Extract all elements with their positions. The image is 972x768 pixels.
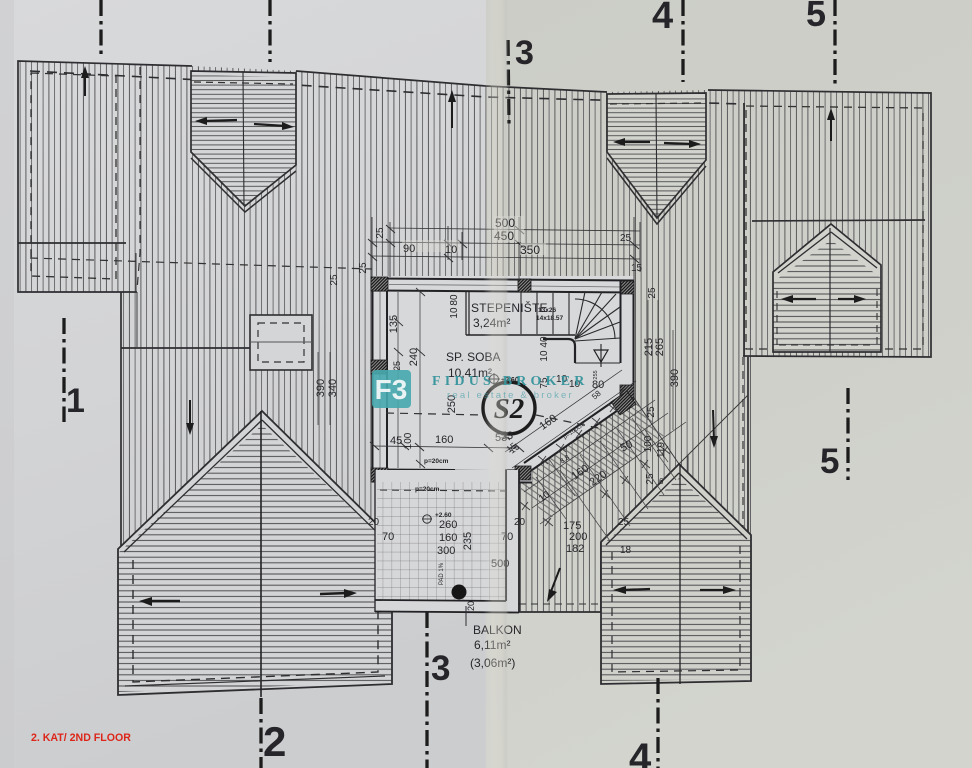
svg-text:20: 20 — [466, 601, 476, 611]
svg-text:135: 135 — [388, 315, 400, 333]
svg-text:240: 240 — [408, 348, 420, 366]
svg-text:10: 10 — [449, 307, 460, 319]
svg-text:4: 4 — [652, 0, 673, 37]
svg-text:175: 175 — [563, 520, 581, 532]
svg-text:100: 100 — [403, 432, 414, 449]
svg-text:25: 25 — [645, 473, 656, 485]
svg-text:90: 90 — [403, 243, 415, 255]
svg-text:250: 250 — [446, 395, 458, 413]
svg-text:STEPENIŠTE: STEPENIŠTE — [471, 300, 548, 315]
svg-text:6: 6 — [659, 477, 664, 486]
svg-text:8.8: 8.8 — [559, 454, 571, 465]
svg-text:75: 75 — [539, 377, 550, 389]
svg-text:340: 340 — [327, 379, 339, 397]
svg-text:260: 260 — [439, 519, 457, 531]
svg-text:10: 10 — [569, 379, 581, 390]
svg-text:15: 15 — [507, 442, 521, 456]
svg-text:80: 80 — [592, 379, 604, 391]
svg-text:4: 4 — [629, 736, 652, 768]
svg-text:70: 70 — [382, 531, 394, 543]
svg-text:25: 25 — [620, 233, 632, 244]
svg-text:p=20cm: p=20cm — [415, 486, 440, 493]
svg-text:119: 119 — [656, 442, 667, 458]
svg-text:14x18.57: 14x18.57 — [536, 315, 563, 322]
svg-text:100: 100 — [643, 435, 654, 452]
svg-text:200: 200 — [569, 531, 587, 543]
svg-text:25: 25 — [375, 227, 386, 239]
svg-text:160: 160 — [439, 532, 457, 544]
svg-text:182: 182 — [566, 543, 584, 555]
svg-text:265: 265 — [654, 338, 666, 356]
svg-text:F3: F3 — [375, 374, 408, 405]
svg-text:80: 80 — [449, 294, 460, 306]
svg-text:10,41m²: 10,41m² — [448, 366, 492, 380]
svg-text:25: 25 — [329, 274, 340, 286]
svg-text:3: 3 — [431, 649, 450, 688]
svg-text:2. KAT/ 2ND FLOOR: 2. KAT/ 2ND FLOOR — [31, 732, 131, 744]
svg-text:18: 18 — [620, 545, 632, 556]
svg-text:FIDUS BROKER: FIDUS BROKER — [432, 374, 589, 389]
svg-text:45: 45 — [390, 435, 402, 447]
svg-text:255: 255 — [593, 370, 599, 379]
svg-text:25: 25 — [618, 517, 630, 528]
svg-text:1: 1 — [66, 382, 85, 420]
svg-text:10: 10 — [556, 374, 568, 385]
svg-text:25: 25 — [392, 361, 402, 371]
svg-text:10: 10 — [539, 350, 550, 362]
svg-text:215: 215 — [643, 338, 655, 356]
svg-text:PAD 1%: PAD 1% — [439, 562, 445, 585]
svg-text:+2.60: +2.60 — [501, 377, 519, 384]
svg-text:40: 40 — [539, 336, 550, 348]
svg-text:+2.60: +2.60 — [435, 512, 452, 519]
svg-text:350: 350 — [520, 243, 540, 257]
svg-text:real estate & broker: real estate & broker — [447, 390, 574, 401]
svg-text:15: 15 — [631, 263, 643, 274]
svg-text:10: 10 — [445, 244, 457, 256]
svg-text:3: 3 — [515, 34, 534, 72]
svg-text:5: 5 — [806, 0, 826, 34]
svg-text:300: 300 — [437, 545, 455, 557]
svg-text:13x26: 13x26 — [538, 307, 556, 314]
svg-text:390: 390 — [315, 379, 327, 397]
svg-text:50: 50 — [618, 438, 634, 454]
svg-text:390: 390 — [669, 369, 681, 387]
svg-text:235: 235 — [462, 532, 474, 550]
svg-text:25: 25 — [647, 287, 658, 299]
svg-text:p=20cm: p=20cm — [424, 458, 449, 465]
svg-text:160: 160 — [435, 434, 453, 446]
svg-text:2: 2 — [263, 718, 286, 765]
svg-text:20: 20 — [368, 517, 380, 528]
svg-text:25: 25 — [646, 406, 657, 418]
svg-text:25: 25 — [358, 262, 369, 274]
svg-text:5: 5 — [820, 442, 839, 481]
svg-text:20: 20 — [514, 517, 526, 528]
